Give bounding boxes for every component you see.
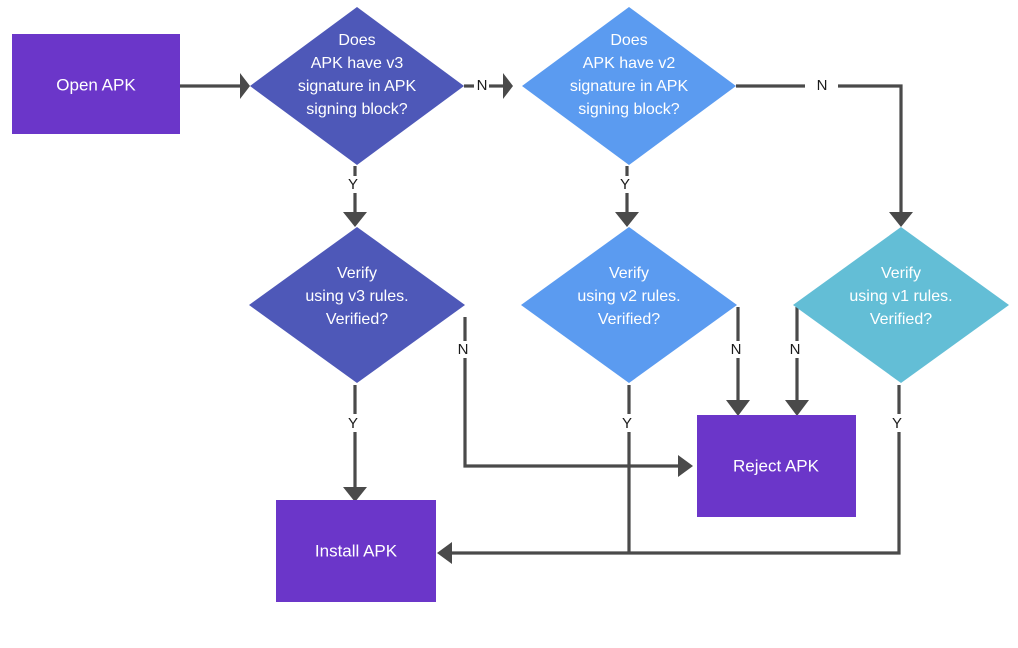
edge-label-verify3-yes: Y	[348, 415, 358, 432]
node-shape-diamond[interactable]	[522, 7, 736, 165]
edge-line-seg2	[838, 84, 903, 212]
edge-verify3-no-reject: N	[458, 317, 693, 477]
edge-label-verify1-yes: Y	[892, 415, 902, 432]
edge-verify1-no-reject: N	[785, 307, 809, 416]
node-shape-diamond[interactable]	[249, 227, 465, 383]
edge-label-v2-no: N	[817, 77, 828, 94]
node-shape-diamond[interactable]	[793, 227, 1009, 383]
arrow-head	[889, 212, 913, 227]
edge-line-rail	[452, 432, 901, 555]
arrow-head	[678, 455, 693, 477]
edge-v2-yes-to-verify2: Y	[615, 166, 639, 227]
node-shape-rect[interactable]	[697, 415, 856, 517]
connectors-layer: N Y N Y	[180, 73, 913, 564]
edge-v3-no-to-v2: N	[464, 73, 513, 99]
arrow-head	[240, 73, 250, 99]
edge-v2-no-to-verify1: N	[736, 77, 913, 227]
arrow-head	[785, 400, 809, 416]
node-has-v2[interactable]: Does APK have v2 signature in APK signin…	[522, 7, 736, 165]
arrow-head	[503, 73, 513, 99]
edge-label-v2-yes: Y	[620, 176, 630, 193]
node-shape-diamond[interactable]	[250, 7, 464, 165]
node-verify-v3[interactable]: Verify using v3 rules. Verified?	[249, 227, 465, 383]
node-verify-v1[interactable]: Verify using v1 rules. Verified?	[793, 227, 1009, 383]
node-shape-diamond[interactable]	[521, 227, 737, 383]
edge-verify2-yes-install: Y	[622, 385, 632, 553]
edge-line-elbow	[463, 358, 678, 468]
node-verify-v2[interactable]: Verify using v2 rules. Verified?	[521, 227, 737, 383]
edge-label-verify3-no: N	[458, 341, 469, 358]
node-has-v3[interactable]: Does APK have v3 signature in APK signin…	[250, 7, 464, 165]
node-shape-rect[interactable]	[12, 34, 180, 134]
arrow-head	[615, 212, 639, 227]
nodes-layer: Open APK Does APK have v3 signature in A…	[12, 7, 1009, 602]
node-install-apk[interactable]: Install APK	[276, 500, 436, 602]
edge-verify2-no-reject: N	[726, 307, 750, 416]
edge-verify1-yes-install: Y	[437, 385, 902, 564]
edge-label-v3-no: N	[477, 77, 488, 94]
edge-label-verify1-no: N	[790, 341, 801, 358]
node-open-apk[interactable]: Open APK	[12, 34, 180, 134]
edge-label-v3-yes: Y	[348, 176, 358, 193]
arrow-head	[437, 542, 452, 564]
edge-label-verify2-yes: Y	[622, 415, 632, 432]
edge-label-verify2-no: N	[731, 341, 742, 358]
arrow-head	[343, 212, 367, 227]
arrow-head	[726, 400, 750, 416]
edge-v3-yes-to-verify3: Y	[343, 166, 367, 227]
node-reject-apk[interactable]: Reject APK	[697, 415, 856, 517]
edge-open-to-v3	[180, 73, 250, 99]
node-shape-rect[interactable]	[276, 500, 436, 602]
edge-verify3-yes-install: Y	[343, 385, 367, 502]
arrow-head	[343, 487, 367, 502]
